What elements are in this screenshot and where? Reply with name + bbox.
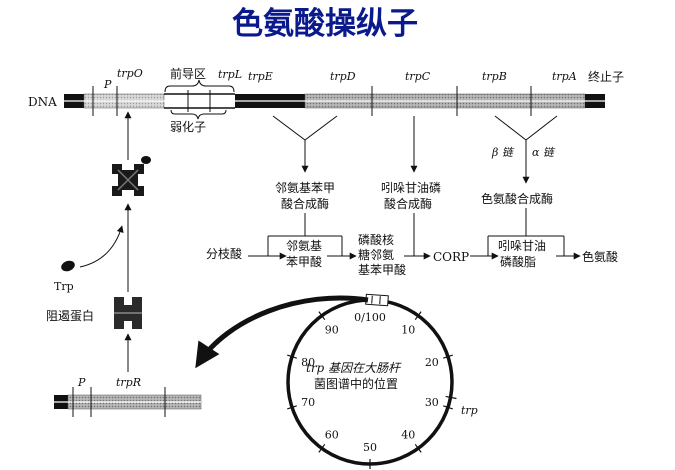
trpD-label: trpD <box>330 70 356 83</box>
prpa-line3: 基苯甲酸 <box>358 262 406 277</box>
trpE-label: trpE <box>248 70 273 83</box>
map-tick-label-10: 10 <box>401 323 415 336</box>
prpa-line1: 磷酸核 <box>358 232 394 247</box>
corp-label: CORP <box>433 250 469 264</box>
alpha-chain-label: α 链 <box>532 146 556 159</box>
map-tick-label-20: 20 <box>425 356 439 369</box>
prpa-line2: 糖邻氨 <box>358 247 394 262</box>
trp-molecule-icon <box>61 260 75 272</box>
anthranilate-line1: 邻氨基 <box>286 239 322 253</box>
map-trp-tick <box>445 395 457 400</box>
map-tick-60 <box>318 443 326 453</box>
dna-label: DNA <box>28 95 57 109</box>
trpR-gene <box>54 387 202 417</box>
leader-bracket <box>164 79 235 93</box>
map-tick-70 <box>287 405 297 410</box>
promoter-label: P <box>103 78 112 91</box>
beta-chain-label: β 链 <box>491 146 515 159</box>
anth-synthase-line2: 酸合成酶 <box>281 196 329 211</box>
igp-synthase-line1: 吲哚甘油磷 <box>381 180 441 195</box>
trp-locus-box <box>365 293 389 307</box>
trpED-bracket <box>272 115 338 141</box>
map-tick-40 <box>414 443 422 453</box>
trpC-label: trpC <box>405 70 431 83</box>
igp-line2: 磷酸脂 <box>500 254 536 269</box>
attenuator-bracket <box>170 109 227 120</box>
attenuator-label: 弱化子 <box>170 120 206 134</box>
trpBA-bracket <box>494 115 558 141</box>
trpR-promoter-label: P <box>77 376 86 389</box>
map-center-line1: trp 基因在大肠杆 <box>306 361 402 375</box>
locus-pointer-arrow <box>195 295 369 369</box>
terminator-label: 终止子 <box>588 69 624 84</box>
map-center-line2: 菌图谱中的位置 <box>314 376 398 391</box>
trpR-label: trpR <box>116 376 141 389</box>
repressor-label: 阻遏蛋白 <box>46 308 94 323</box>
map-tick-30 <box>443 405 453 410</box>
dna-strand <box>64 86 605 116</box>
igp-line1: 吲哚甘油 <box>498 239 546 253</box>
trpA-label: trpA <box>552 70 577 83</box>
active-repressor-icon <box>112 156 151 196</box>
map-trp-marker: trp <box>461 404 478 417</box>
map-tick-label-0: 0/100 <box>354 311 386 324</box>
map-tick-10 <box>414 311 422 321</box>
tryptophan-label: 色氨酸 <box>582 249 618 264</box>
trpB-label: trpB <box>482 70 507 83</box>
anthranilate-line2: 苯甲酸 <box>286 254 322 269</box>
map-tick-80 <box>287 354 297 359</box>
map-tick-label-50: 50 <box>363 441 377 454</box>
trpL-label: trpL <box>218 68 242 81</box>
map-tick-label-30: 30 <box>425 396 439 409</box>
chorismate-label: 分枝酸 <box>206 246 242 261</box>
map-tick-label-90: 90 <box>325 323 339 336</box>
anth-synthase-line1: 邻氨基苯甲 <box>275 181 335 195</box>
map-tick-label-70: 70 <box>301 396 315 409</box>
map-tick-label-40: 40 <box>401 429 415 442</box>
trp-label: Trp <box>54 280 74 293</box>
map-tick-label-60: 60 <box>325 429 339 442</box>
leader-label: 前导区 <box>170 66 206 81</box>
trp-synthase-label: 色氨酸合成酶 <box>481 191 553 206</box>
page-title: 色氨酸操纵子 <box>232 6 418 42</box>
repressor-protein-icon <box>114 297 142 329</box>
map-tick-label-80: 80 <box>301 356 315 369</box>
igp-synthase-line2: 酸合成酶 <box>384 196 432 211</box>
map-tick-90 <box>318 311 326 321</box>
trpO-label: trpO <box>117 67 143 80</box>
map-tick-20 <box>443 354 453 359</box>
map-ticks: 0/100 10 20 30 40 50 60 70 80 90 <box>287 295 457 469</box>
